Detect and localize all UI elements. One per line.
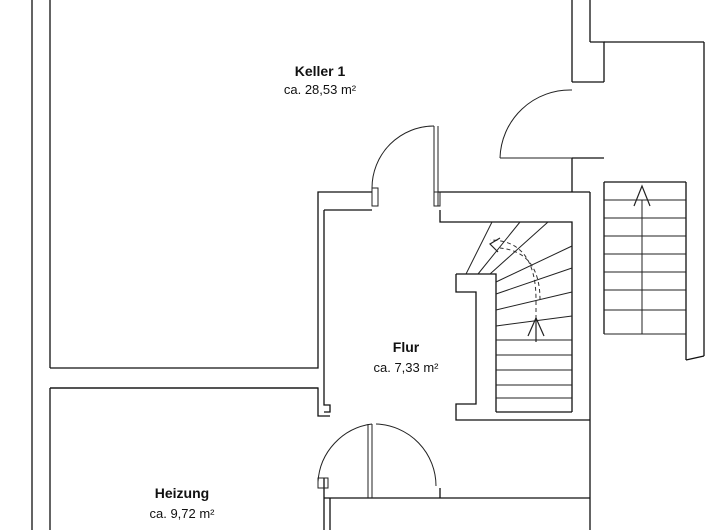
heizung-name: Heizung: [155, 485, 209, 501]
keller-1-name: Keller 1: [295, 63, 346, 79]
inner-staircase: [465, 221, 573, 399]
door-heizung: [317, 423, 437, 498]
keller-1-walls: [50, 0, 605, 404]
heizung-walls: [50, 387, 590, 530]
door-keller-right: [499, 89, 573, 159]
flur-area: ca. 7,33 m²: [373, 360, 439, 375]
outer-staircase: [603, 41, 705, 361]
door-flur-keller: [371, 125, 441, 207]
flur-walls: [323, 191, 591, 530]
keller-1-area: ca. 28,53 m²: [284, 82, 357, 97]
outer-wall-left: [31, 0, 51, 530]
flur-name: Flur: [393, 339, 420, 355]
heizung-area: ca. 9,72 m²: [149, 506, 215, 521]
